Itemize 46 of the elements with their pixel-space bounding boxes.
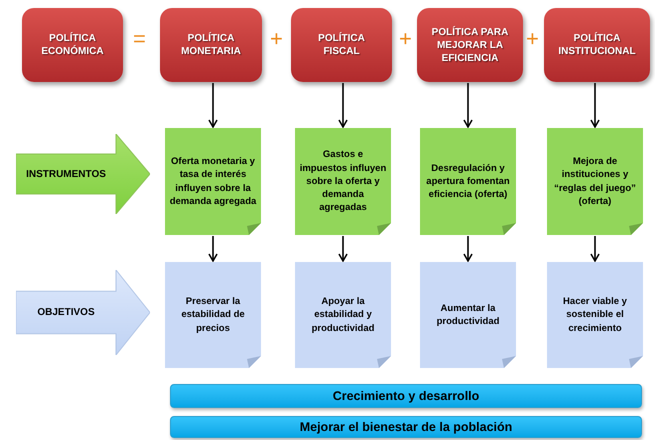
note-card (165, 262, 261, 368)
arrow (338, 83, 348, 128)
note-card (295, 262, 391, 368)
node-text: POLÍTICA ECONÓMICA (40, 32, 105, 58)
arrow (208, 236, 218, 262)
banner-bar (170, 416, 642, 438)
node-text: Aumentar la productividad (436, 302, 500, 327)
node-text: Mejora de instituciones y “reglas del juego” (oferta) (554, 156, 636, 207)
arrow (338, 236, 348, 262)
node-text: Desregulación y apertura fomentan eficiencia (oferta) (426, 162, 510, 200)
policy-box (160, 8, 262, 82)
block-arrow (16, 134, 150, 214)
arrow (208, 83, 218, 128)
node-text: Hacer viable y sostenible el crecimiento (563, 296, 627, 334)
node-text: Mejorar el bienestar de la población (300, 418, 512, 436)
node-text: POLÍTICA PARA MEJORAR LA EFICIENCIA (430, 26, 510, 64)
arrow (590, 236, 600, 262)
banner-bar (170, 384, 642, 408)
operator-sign: + (270, 28, 283, 50)
node-text: Oferta monetaria y tasa de interés influyen sobre la demanda agregada (170, 156, 256, 207)
note-card (547, 128, 643, 235)
policy-box (22, 8, 123, 82)
node-text: POLÍTICA INSTITUCIONAL (557, 32, 637, 58)
note-card (420, 128, 516, 235)
policy-box (544, 8, 650, 82)
node-text: POLÍTICA FISCAL (317, 32, 366, 58)
note-card (295, 128, 391, 235)
operator-sign: + (526, 28, 539, 50)
policy-box (417, 8, 523, 82)
node-text: INSTRUMENTOS (26, 168, 106, 182)
arrow (463, 83, 473, 128)
node-text: POLÍTICA MONETARIA (180, 32, 242, 58)
node-text: Preservar la estabilidad de precios (181, 296, 245, 334)
policy-box (291, 8, 392, 82)
arrow (463, 236, 473, 262)
node-text: OBJETIVOS (37, 306, 95, 320)
note-card (547, 262, 643, 368)
block-arrow (16, 270, 150, 355)
node-text: Crecimiento y desarrollo (332, 388, 480, 405)
operator-sign: + (399, 28, 412, 50)
node-text: Apoyar la estabilidad y productividad (312, 296, 374, 334)
node-text: Gastos e impuestos influyen sobre la oferta y demanda agregadas (300, 149, 386, 214)
note-card (420, 262, 516, 368)
arrow (590, 83, 600, 128)
operator-sign: = (133, 28, 146, 50)
note-card (165, 128, 261, 235)
